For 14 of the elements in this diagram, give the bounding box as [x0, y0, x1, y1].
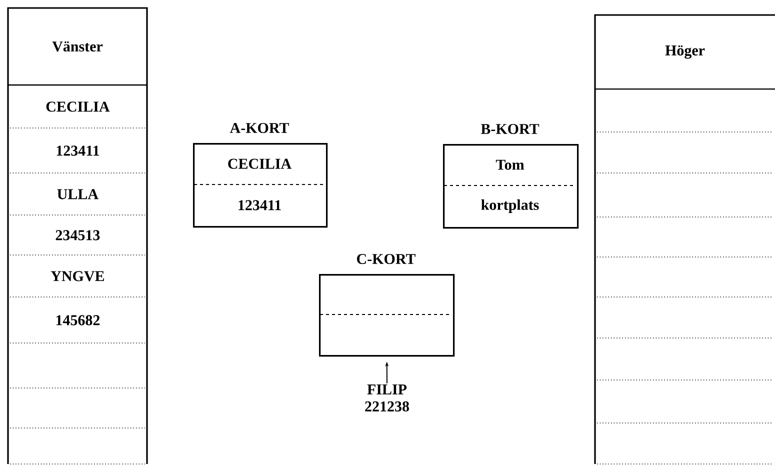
card-box: A-KORT CECILIA 123411: [193, 122, 328, 228]
card-box: B-KORT Tom kortplats: [443, 124, 579, 229]
table-column: Höger: [594, 14, 775, 464]
table-cell: YNGVE: [10, 271, 146, 298]
table-cell: 234513: [10, 230, 146, 256]
card-box: C-KORT: [319, 254, 455, 357]
node-label: B-KORT: [480, 124, 540, 134]
table-cell: CECILIA: [10, 102, 146, 128]
node-label: C-KORT: [357, 254, 416, 264]
table-cell: 145682: [10, 315, 146, 344]
table-cell: 123411: [10, 146, 146, 174]
table-cell: ULLA: [10, 189, 146, 216]
node-label: A-KORT: [230, 122, 290, 134]
record-text: FILIP 221238: [365, 384, 409, 412]
